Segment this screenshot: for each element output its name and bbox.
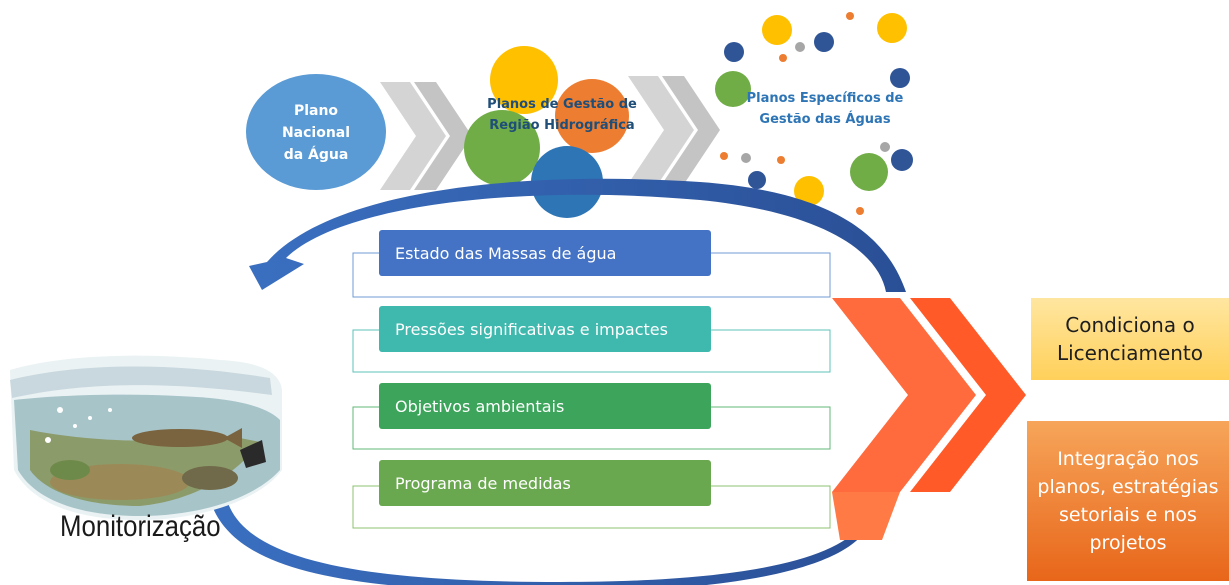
cycle-item-objetivos: Objetivos ambientais	[395, 396, 565, 416]
specific-plans-dots	[715, 12, 913, 215]
specific-plan-label: Planos Específicos de Gestão das Águas	[746, 91, 904, 127]
row-fill-4	[379, 460, 711, 506]
row-fill-3	[379, 383, 711, 429]
outcome-licenciamento-label: Condiciona o Licenciamento	[1056, 313, 1204, 365]
monitoring-label: Monitorização	[60, 510, 221, 543]
upper-cycle-arrow	[249, 178, 906, 292]
cycle-item-programa: Programa de medidas	[395, 473, 571, 493]
regional-plan-label: Planos de Gestão de Região Hidrográfica	[487, 97, 637, 133]
river-illustration	[10, 355, 282, 520]
row-fill-2	[379, 306, 711, 352]
national-plan-label: Plano Nacional da Água	[281, 103, 351, 163]
lower-cycle-arrow	[210, 496, 882, 585]
cycle-item-pressoes: Pressões significativas e impactes	[395, 319, 668, 339]
national-plan-circle	[246, 74, 386, 190]
outcome-integracao-label: Integração nos planos, estratégias setor…	[1037, 448, 1219, 554]
outcome-licenciamento: Condiciona o Licenciamento	[1031, 298, 1229, 380]
gray-chevron-2	[628, 76, 720, 184]
row-fill-1	[379, 230, 711, 276]
yellow-bubble	[490, 46, 558, 114]
cycle-item-estado: Estado das Massas de água	[395, 243, 617, 263]
gray-chevron-1	[380, 82, 472, 190]
outcome-integracao: Integração nos planos, estratégias setor…	[1027, 421, 1229, 581]
green-bubble	[464, 110, 540, 186]
red-double-chevron	[832, 298, 1026, 540]
orange-bubble	[555, 79, 629, 153]
